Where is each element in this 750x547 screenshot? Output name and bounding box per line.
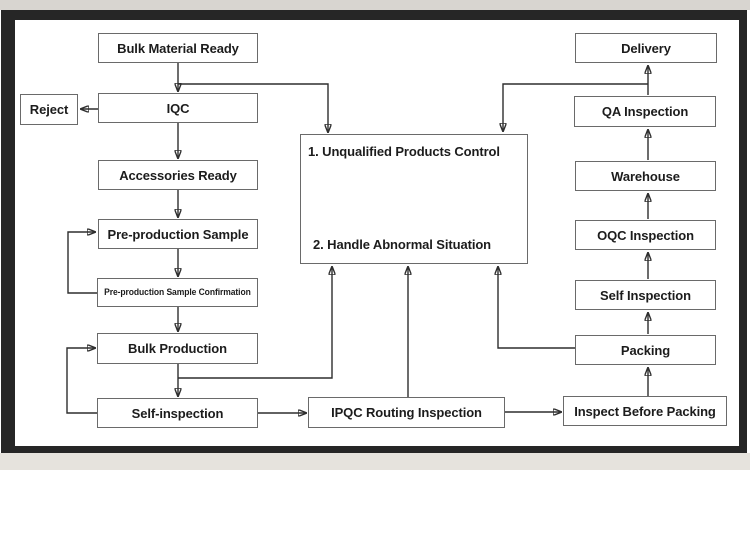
node-label: Inspect Before Packing <box>574 403 716 419</box>
node-label: Warehouse <box>611 168 680 184</box>
node-ipqc-routing-inspection: IPQC Routing Inspection <box>308 397 505 428</box>
node-accessories-ready: Accessories Ready <box>98 160 258 190</box>
edge-bulk-production-to-control <box>178 267 332 379</box>
bottom-background-strip <box>0 453 750 470</box>
node-label: IPQC Routing Inspection <box>331 405 482 420</box>
control-line-1: 1. Unqualified Products Control <box>308 144 500 159</box>
node-label: Accessories Ready <box>119 167 237 183</box>
edge-packing-to-control <box>498 267 575 349</box>
node-label: Self-inspection <box>131 405 224 421</box>
node-self-inspection-final: Self Inspection <box>575 280 716 310</box>
node-oqc-inspection: OQC Inspection <box>575 220 716 250</box>
edge-self-inspection-loop-to-bulk-production <box>66 348 97 414</box>
node-delivery: Delivery <box>575 33 717 63</box>
node-label: Reject <box>29 102 69 117</box>
node-pre-production-sample: Pre-production Sample <box>98 219 258 249</box>
control-line-2: 2. Handle Abnormal Situation <box>313 237 492 252</box>
top-background-strip <box>0 0 750 10</box>
node-qa-inspection: QA Inspection <box>574 96 716 127</box>
node-label: IQC <box>166 100 190 116</box>
node-label: Bulk Material Ready <box>117 40 239 56</box>
node-control-box: 1. Unqualified Products Control 2. Handl… <box>300 134 528 264</box>
node-label: Packing <box>620 342 671 358</box>
node-bulk-production: Bulk Production <box>97 333 258 364</box>
node-label: Bulk Production <box>128 341 227 356</box>
node-warehouse: Warehouse <box>575 161 716 191</box>
node-label: OQC Inspection <box>597 227 694 243</box>
node-iqc: IQC <box>98 93 258 123</box>
node-pre-production-sample-confirmation: Pre-production Sample Confirmation <box>97 278 258 307</box>
node-label: Delivery <box>621 40 671 56</box>
node-packing: Packing <box>575 335 716 365</box>
node-label: Pre-production Sample Confirmation <box>104 287 251 298</box>
edge-confirmation-loop-to-pre-production-sample <box>67 232 97 294</box>
node-label: QA Inspection <box>601 104 689 119</box>
node-label: Self Inspection <box>600 287 691 303</box>
edge-qa-to-control <box>503 83 648 131</box>
node-inspect-before-packing: Inspect Before Packing <box>563 396 727 426</box>
node-label: Pre-production Sample <box>107 226 249 242</box>
node-self-inspection: Self-inspection <box>97 398 258 428</box>
node-bulk-material-ready: Bulk Material Ready <box>98 33 258 63</box>
edge-bulk-material-ready-to-control <box>178 83 328 132</box>
node-reject: Reject <box>20 94 78 125</box>
